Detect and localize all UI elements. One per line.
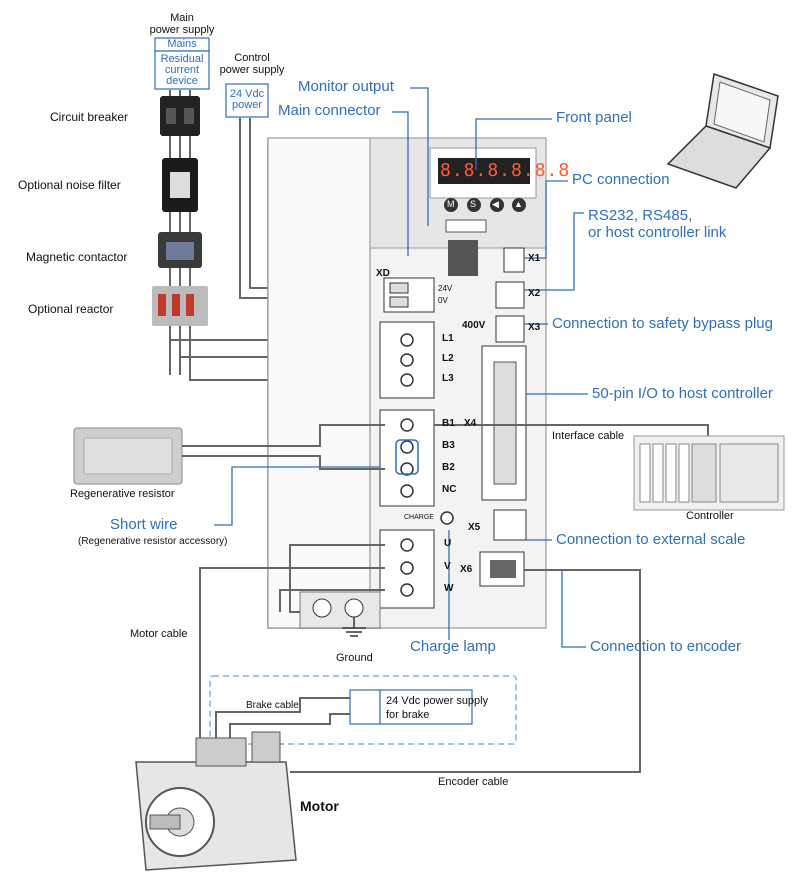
v0-label: 0V xyxy=(438,296,448,305)
rcd-label: Residual current device xyxy=(160,53,204,87)
noise-filter-image xyxy=(162,158,198,212)
brake-cable-label: Brake cable xyxy=(246,700,299,711)
reactor-label: Optional reactor xyxy=(28,302,114,316)
charge-lamp-callout: Charge lamp xyxy=(410,638,496,655)
noise-filter-label: Optional noise filter xyxy=(18,178,121,192)
main-supply-title: Main power supply xyxy=(149,12,215,36)
interface-cable-label: Interface cable xyxy=(552,430,625,442)
drive-display: 8.8.8.8.8.8 xyxy=(440,160,571,181)
control-supply-title: Control power supply xyxy=(219,52,285,76)
vdc-power-label: 24 Vdc power xyxy=(229,88,265,111)
rs-link-callout: RS232, RS485, or host controller link xyxy=(588,207,727,241)
controller-label: Controller xyxy=(686,510,734,522)
monitor-output-callout: Monitor output xyxy=(298,78,394,95)
motor-cable-label: Motor cable xyxy=(130,628,188,640)
brake-supply-label: 24 Vdc power supply for brake xyxy=(386,695,489,721)
button-s[interactable]: S xyxy=(470,199,477,209)
b1-label: B1 xyxy=(442,418,455,429)
button-up[interactable]: ▲ xyxy=(514,199,523,209)
v-label: V xyxy=(444,561,451,572)
short-wire-note: (Regenerative resistor accessory) xyxy=(78,536,228,547)
ground-label: Ground xyxy=(336,652,373,664)
circuit-breaker-image xyxy=(160,96,200,136)
x3-label: X3 xyxy=(528,322,541,333)
encoder-connection-callout: Connection to encoder xyxy=(590,638,741,655)
ground-symbol-icon xyxy=(342,617,366,637)
mains-label: Mains xyxy=(167,38,197,50)
magnetic-contactor-image xyxy=(158,232,202,268)
nc-label: NC xyxy=(442,484,457,495)
x6-label: X6 xyxy=(460,564,473,575)
l3-label: L3 xyxy=(442,373,454,384)
button-m[interactable]: M xyxy=(447,199,455,209)
external-scale-callout: Connection to external scale xyxy=(556,531,746,548)
b3-label: B3 xyxy=(442,440,455,451)
front-panel-callout: Front panel xyxy=(556,109,632,126)
encoder-cable-label: Encoder cable xyxy=(438,776,509,788)
x5-label: X5 xyxy=(468,522,481,533)
main-connector-callout: Main connector xyxy=(278,102,381,119)
charge-label: CHARGE xyxy=(404,514,434,521)
u-label: U xyxy=(444,538,452,549)
regen-resistor-label: Regenerative resistor xyxy=(70,488,175,500)
w-label: W xyxy=(444,583,454,594)
v24-label: 24V xyxy=(438,284,453,293)
controller-image xyxy=(633,435,785,511)
b2-label: B2 xyxy=(442,462,455,473)
motor-image xyxy=(135,731,297,871)
safety-bypass-callout: Connection to safety bypass plug xyxy=(552,315,773,332)
callout-lines xyxy=(214,87,588,648)
servo-drive-body xyxy=(267,137,547,629)
pc-connection-callout: PC connection xyxy=(572,171,670,188)
button-left[interactable]: ◀ xyxy=(492,199,499,209)
x4-label: X4 xyxy=(464,418,477,429)
magnetic-contactor-label: Magnetic contactor xyxy=(26,250,128,264)
motor-label: Motor xyxy=(300,798,339,814)
v400-label: 400V xyxy=(462,320,486,331)
l2-label: L2 xyxy=(442,353,454,364)
laptop-image xyxy=(666,72,779,189)
io-50pin-callout: 50-pin I/O to host controller xyxy=(592,385,773,402)
l1-label: L1 xyxy=(442,333,454,344)
reactor-image xyxy=(152,286,208,326)
short-wire-callout: Short wire xyxy=(110,516,178,533)
xd-label: XD xyxy=(376,268,390,279)
x2-label: X2 xyxy=(528,288,541,299)
circuit-breaker-label: Circuit breaker xyxy=(50,110,129,124)
regenerative-resistor-image xyxy=(73,427,183,485)
x1-label: X1 xyxy=(528,253,541,264)
